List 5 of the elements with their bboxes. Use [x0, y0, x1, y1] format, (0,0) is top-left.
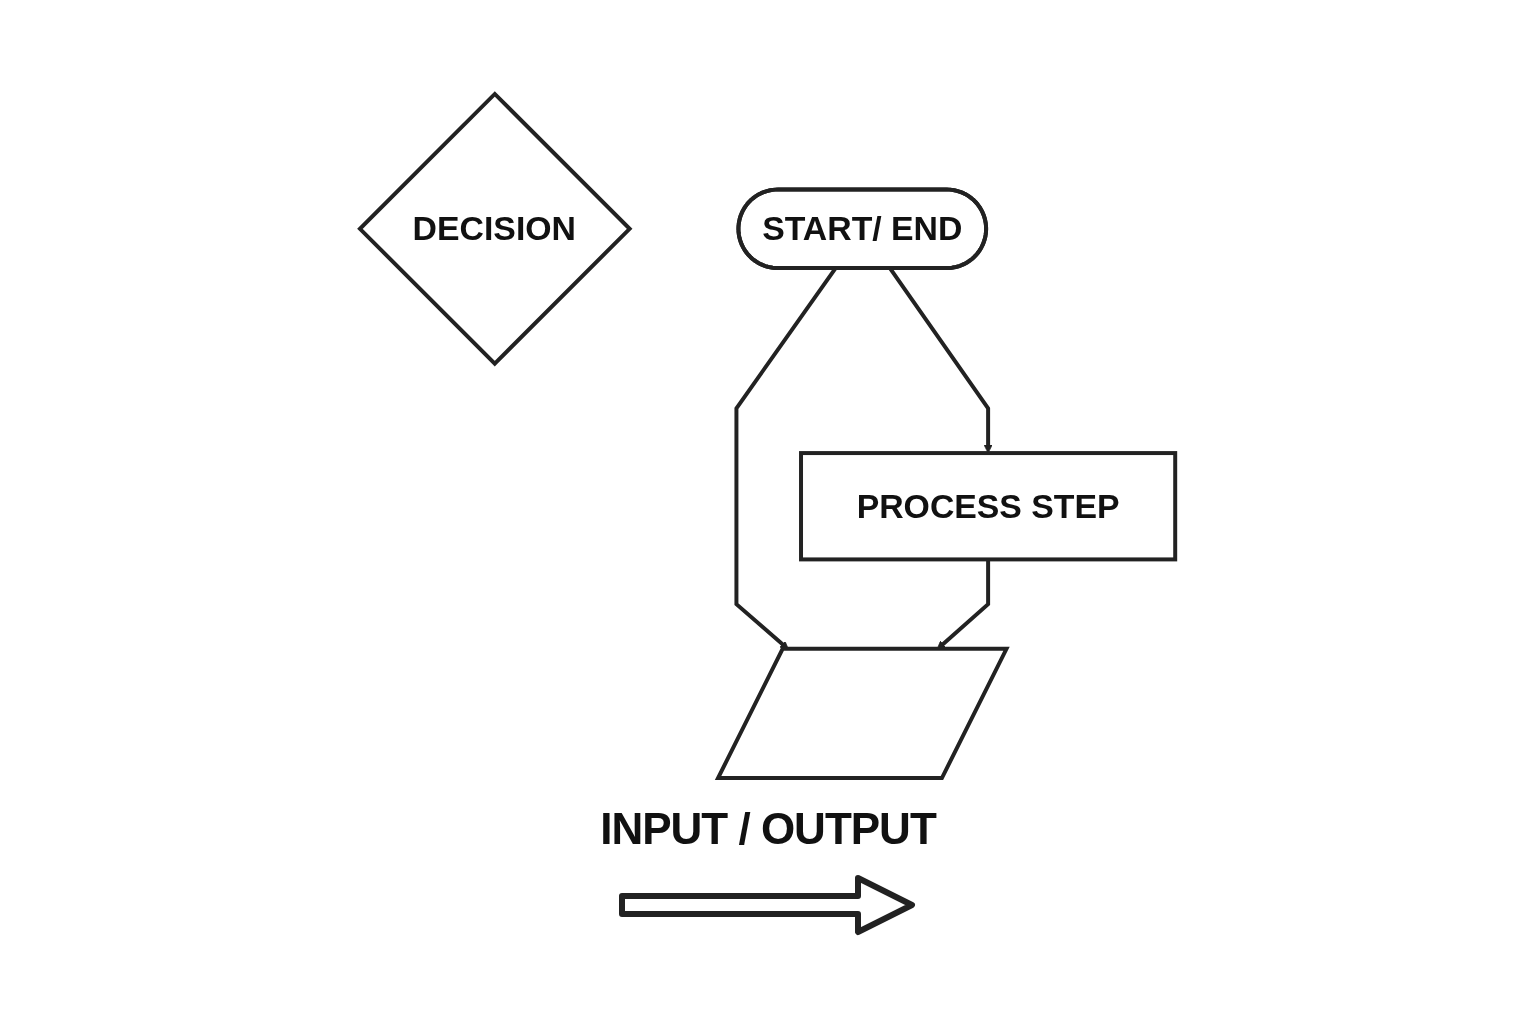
arrow — [937, 559, 991, 650]
node-diamond: DECISION — [357, 91, 633, 367]
node-box: PROCESS STEP — [799, 451, 1178, 562]
symbol-label: INPUT / OUTPUT — [600, 804, 936, 854]
node-parallelogram — [715, 646, 1011, 781]
